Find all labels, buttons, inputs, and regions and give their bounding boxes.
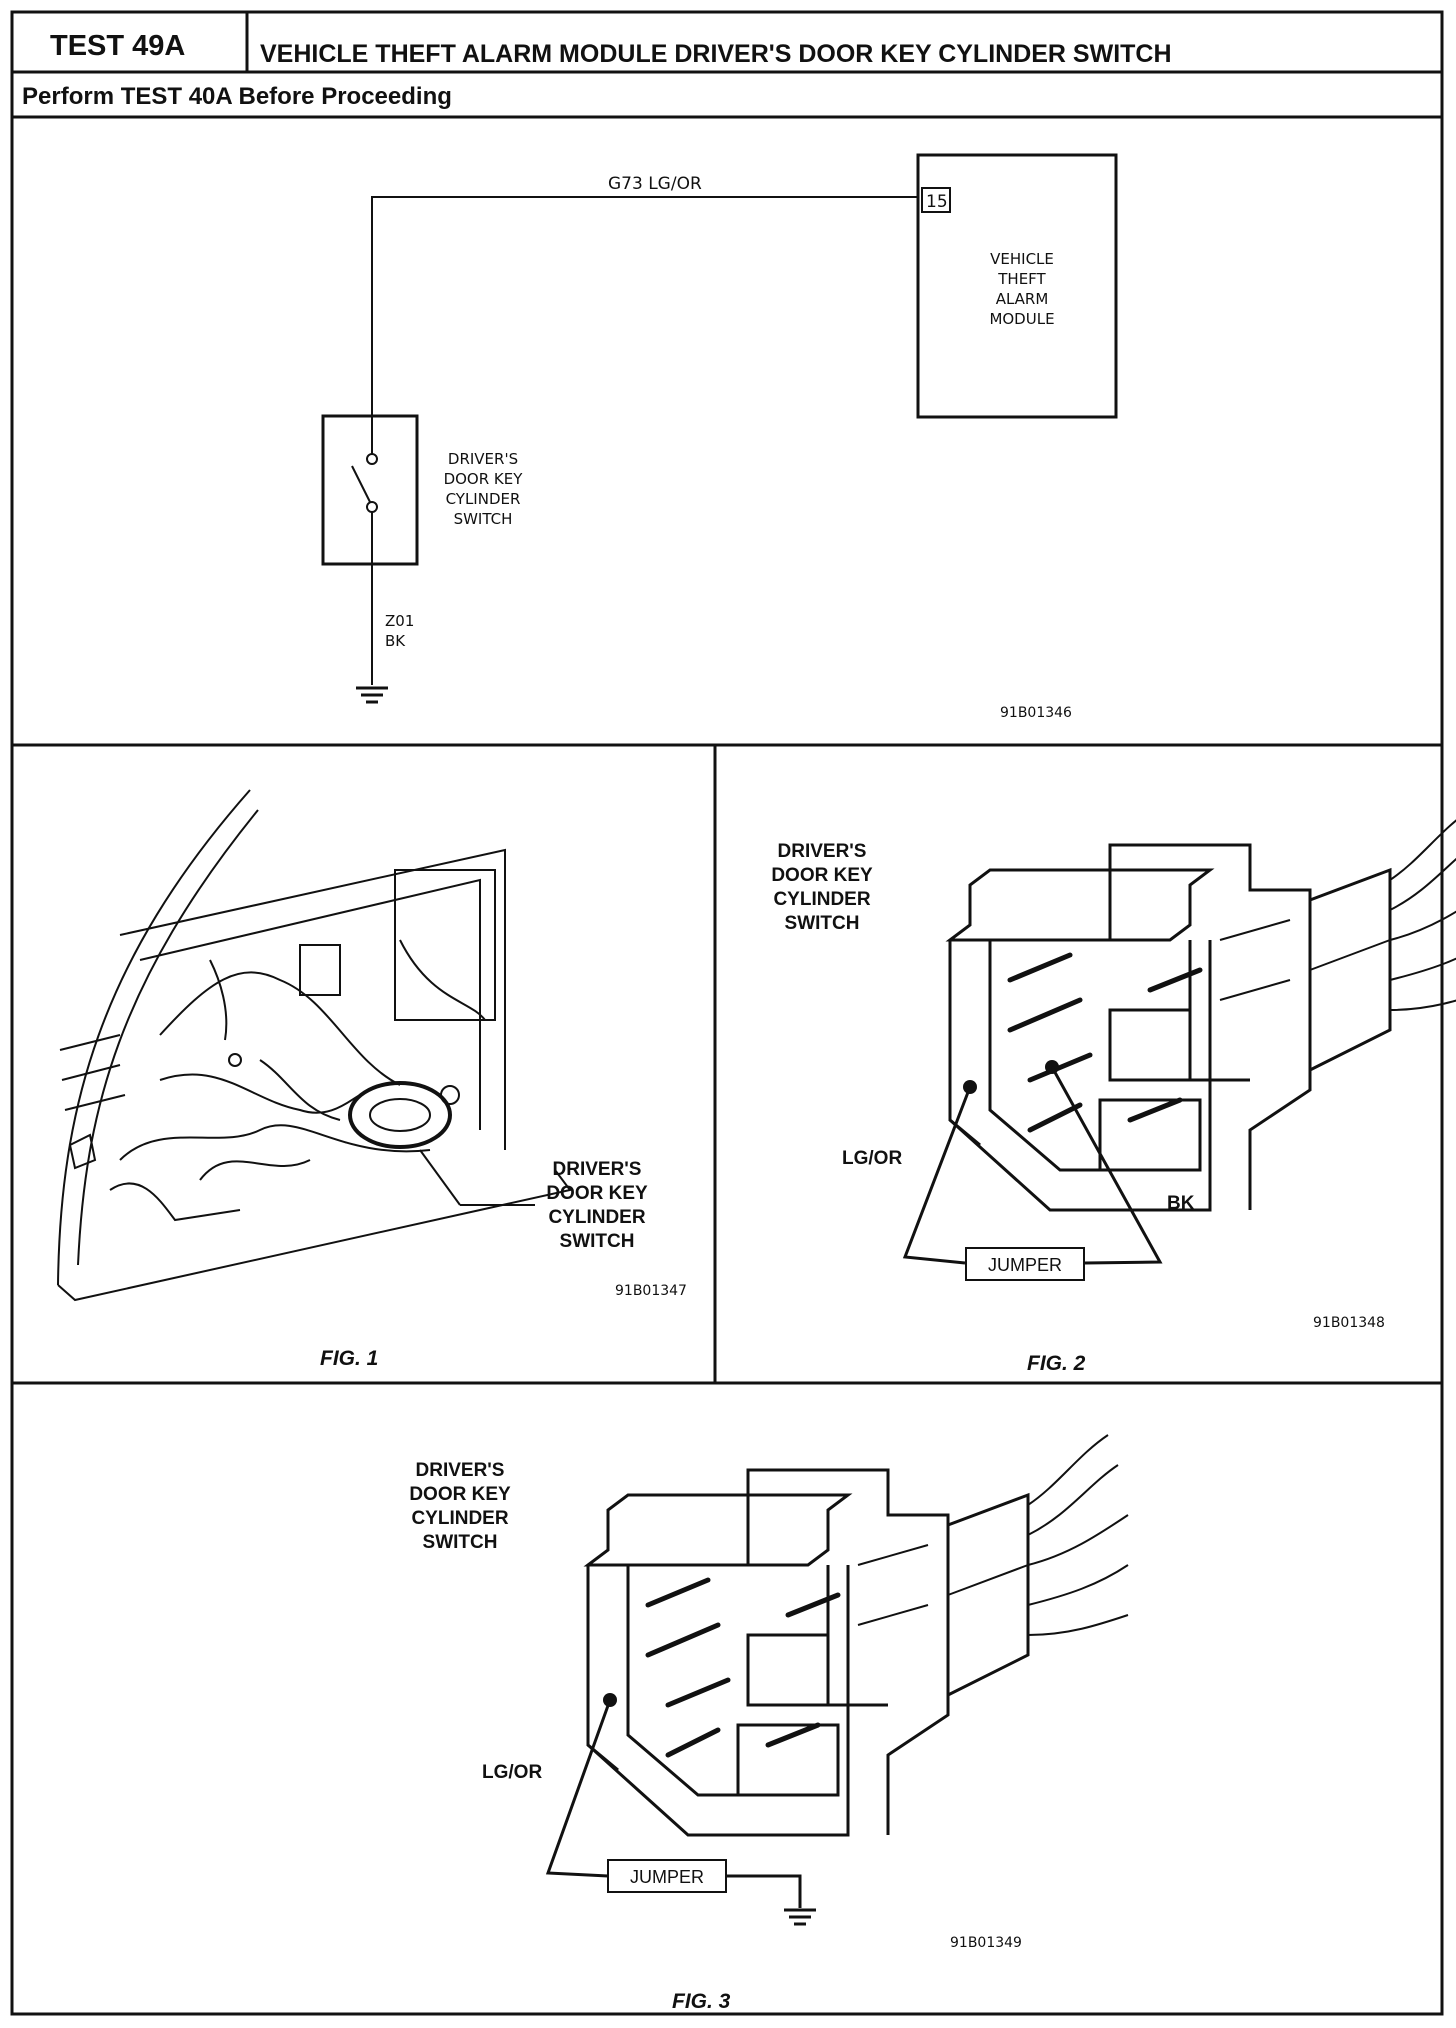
fig1-callout-2: DOOR KEY [546, 1183, 648, 1204]
switch-label-1: DRIVER'S [448, 450, 518, 468]
fig3-connector [588, 1435, 1128, 1835]
fig2-figure-code: 91B01348 [1313, 1315, 1385, 1331]
fig2-jumper-box [965, 1247, 1085, 1281]
fig2-label-4: SWITCH [785, 913, 860, 934]
key-cylinder-switch [348, 1081, 452, 1149]
fig3-jumper-box [607, 1859, 727, 1893]
wire-g73-label: G73 LG/OR [608, 174, 702, 194]
switch-contact-bottom [366, 501, 378, 513]
switch-label-4: SWITCH [454, 510, 513, 528]
fig3-label-3: CYLINDER [411, 1508, 508, 1529]
fig3-label-2: DOOR KEY [409, 1484, 511, 1505]
fig2-bk-label: BK [1167, 1193, 1195, 1214]
wiring-schematic: G73 LG/OR 15 VEHICLE THEFT ALARM MODULE … [321, 153, 1118, 721]
alarm-module-box [916, 153, 1118, 419]
wire-g73 [371, 196, 918, 427]
fig2-label-1: DRIVER'S [778, 841, 867, 862]
test-title: VEHICLE THEFT ALARM MODULE DRIVER'S DOOR… [260, 40, 1172, 68]
ground-wire-code: Z01 [385, 612, 414, 630]
schematic-figure-code: 91B01346 [1000, 705, 1072, 721]
pin-box [921, 187, 951, 213]
fig3-figure-code: 91B01349 [950, 1935, 1022, 1951]
switch-blade [351, 465, 371, 503]
outer-frame [10, 10, 1444, 2016]
fig3-label-4: SWITCH [423, 1532, 498, 1553]
fig2-jumper-lead-right [1050, 1066, 1163, 1265]
ground-wire-color: BK [385, 632, 406, 650]
door-illustration [57, 789, 572, 1302]
ground-symbol [354, 686, 390, 704]
switch-label-2: DOOR KEY [444, 470, 524, 488]
fig3-lgor-label: LG/OR [482, 1762, 542, 1783]
fig1-callout-4: SWITCH [560, 1231, 635, 1252]
fig1-caption: FIG. 1 [320, 1347, 378, 1370]
switch-label-3: CYLINDER [446, 490, 521, 508]
fig3-caption: FIG. 3 [672, 1990, 731, 2013]
switch-contact-top [366, 453, 378, 465]
switch-box [321, 414, 419, 566]
fig3-jumper-lead [545, 1699, 612, 1878]
module-label-2: THEFT [997, 270, 1046, 288]
fig2-caption: FIG. 2 [1027, 1352, 1086, 1375]
fig1-callout-1: DRIVER'S [553, 1159, 642, 1180]
module-label-1: VEHICLE [990, 250, 1054, 268]
fig2-label-3: CYLINDER [773, 889, 870, 910]
fig2-connector [950, 810, 1456, 1210]
fig1-figure-code: 91B01347 [615, 1283, 687, 1299]
test-id: TEST 49A [50, 30, 185, 62]
fig3-label-1: DRIVER'S [416, 1460, 505, 1481]
module-label-4: MODULE [989, 310, 1054, 328]
fig1-callout-3: CYLINDER [548, 1207, 645, 1228]
fig3-jumper-label: JUMPER [630, 1867, 704, 1887]
fig2-lgor-label: LG/OR [842, 1148, 902, 1169]
pin-number: 15 [926, 192, 948, 212]
prerequisite-note: Perform TEST 40A Before Proceeding [22, 83, 452, 110]
fig2-jumper-lead-left [902, 1086, 972, 1265]
fig3-ground-symbol [782, 1908, 818, 1926]
fig3-ground-lead [726, 1874, 802, 1908]
fig2-label-2: DOOR KEY [771, 865, 873, 886]
module-label-3: ALARM [996, 290, 1049, 308]
fig2-jumper-label: JUMPER [988, 1255, 1062, 1275]
